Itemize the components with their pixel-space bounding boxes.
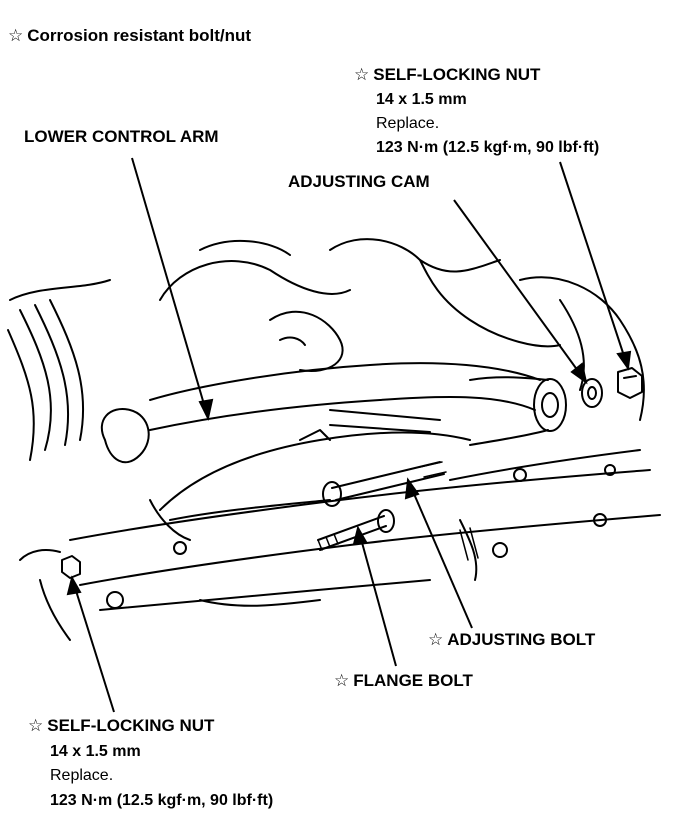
adjusting-cam-housing <box>533 378 567 432</box>
star-icon: ☆ <box>428 630 444 649</box>
lower-control-arm <box>149 362 541 401</box>
callout-self-locking-nut-bottom: ☆SELF-LOCKING NUT <box>28 716 214 736</box>
star-icon: ☆ <box>8 26 24 45</box>
callout-note: Replace. <box>50 767 114 784</box>
callout-size: 14 x 1.5 mm <box>376 91 467 108</box>
callout-note: Replace. <box>376 115 440 132</box>
callout-adjusting-cam: ADJUSTING CAM <box>288 172 430 191</box>
star-icon: ☆ <box>28 716 44 735</box>
tire-tread <box>7 329 35 461</box>
bottom-nut <box>61 555 81 579</box>
top-nut <box>617 367 643 399</box>
knuckle <box>100 408 150 464</box>
callout-flange-bolt: ☆FLANGE BOLT <box>334 671 473 691</box>
callout-self-locking-nut-top: ☆SELF-LOCKING NUT <box>354 65 540 85</box>
leader-bottom-nut <box>71 577 115 713</box>
callout-title: ADJUSTING BOLT <box>447 630 596 649</box>
callout-title: FLANGE BOLT <box>353 671 473 690</box>
callout-torque: 123 N·m (12.5 kgf·m, 90 lbf·ft) <box>376 139 600 156</box>
leader-adjusting-bolt <box>407 479 473 629</box>
legend: ☆Corrosion resistant bolt/nut <box>8 26 251 46</box>
flange-bolt <box>317 515 387 551</box>
callout-title: SELF-LOCKING NUT <box>47 716 215 735</box>
leader-adjusting-cam <box>453 199 587 383</box>
callout-size: 14 x 1.5 mm <box>50 743 141 760</box>
legend-text: Corrosion resistant bolt/nut <box>27 26 252 45</box>
tire-outline <box>9 279 111 301</box>
star-icon: ☆ <box>334 671 350 690</box>
callout-torque: 123 N·m (12.5 kgf·m, 90 lbf·ft) <box>50 792 274 809</box>
star-icon: ☆ <box>354 65 370 84</box>
leader-flange-bolt <box>357 527 397 667</box>
callout-title: SELF-LOCKING NUT <box>373 65 541 84</box>
leader-lower-control-arm <box>131 157 209 419</box>
callout-lower-control-arm: LOWER CONTROL ARM <box>24 127 219 146</box>
leader-top-nut <box>559 161 629 369</box>
adjusting-cam <box>581 378 603 408</box>
callout-adjusting-bolt: ☆ADJUSTING BOLT <box>428 630 595 650</box>
